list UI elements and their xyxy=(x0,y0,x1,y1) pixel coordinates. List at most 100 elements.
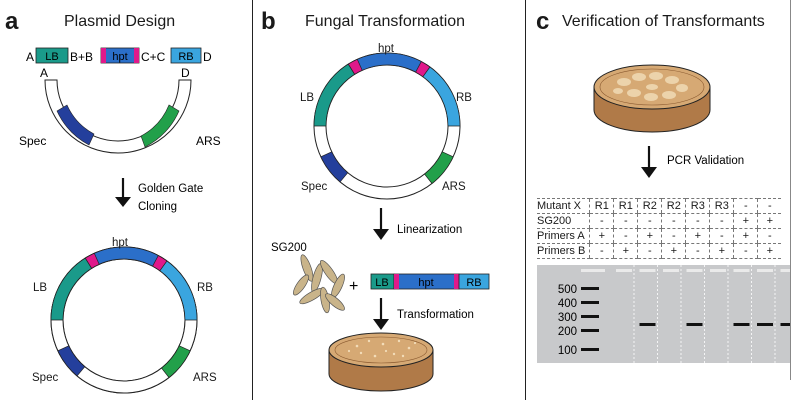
table-cell: + xyxy=(733,213,758,229)
table-cell: - xyxy=(661,213,686,229)
table-row: Primers B-+-+-+-+ xyxy=(537,243,782,259)
cloning-arrow-head xyxy=(115,197,131,207)
recombination-site-left xyxy=(347,58,363,75)
table-cell: - xyxy=(661,228,686,244)
pcr-band xyxy=(639,323,656,326)
pcr-band xyxy=(780,323,790,326)
gel-well xyxy=(616,269,632,272)
ladder-band xyxy=(581,315,599,318)
plus-sign: + xyxy=(349,278,358,295)
pcr-band xyxy=(757,323,773,326)
row-label: Primers B xyxy=(537,243,590,259)
spec-segment xyxy=(57,345,86,377)
plasmid-rb-label: RB xyxy=(456,92,472,104)
open-end-d: D xyxy=(181,66,190,80)
result-plasmid-segments xyxy=(50,246,198,394)
lb-part xyxy=(35,47,69,64)
table-cell: R3 xyxy=(685,198,710,214)
ladder-size-label: 300 xyxy=(558,312,577,324)
result-ars-label: ARS xyxy=(193,372,217,384)
table-cell: - xyxy=(733,243,758,259)
plasmid-ars-label: ARS xyxy=(442,181,466,193)
panel-letter: b xyxy=(261,8,276,35)
recombination-site-right xyxy=(415,61,431,78)
row-label: Primers A xyxy=(537,228,590,244)
open-end-a: A xyxy=(40,66,48,80)
panel-b-plasmid xyxy=(313,52,461,200)
panel-b: b Fungal Transformation hpt LB RB Spec A… xyxy=(253,0,525,400)
table-row: Primers A+-+-+-+- xyxy=(537,228,782,244)
step-label-line2: Cloning xyxy=(138,201,177,213)
sg200-label: SG200 xyxy=(271,242,307,254)
pcr-step-label: PCR Validation xyxy=(667,155,744,167)
panel-c-graphic: PCR Validation xyxy=(593,64,744,178)
gel-well xyxy=(686,269,703,272)
ladder-size-label: 100 xyxy=(558,345,577,357)
table-cell: + xyxy=(757,213,782,229)
table-cell: R2 xyxy=(637,198,662,214)
table-cell: - xyxy=(709,213,734,229)
result-hpt-label: hpt xyxy=(112,237,128,249)
ladder-band xyxy=(581,301,599,304)
table-cell: - xyxy=(733,198,758,214)
ladder-size-label: 200 xyxy=(558,326,577,338)
ladder-size-label: 500 xyxy=(558,284,577,296)
result-spec-label: Spec xyxy=(32,372,59,384)
spec-segment xyxy=(56,104,95,146)
lb-segment xyxy=(50,257,93,321)
table-row: SG200------++ xyxy=(537,213,782,229)
gel-well xyxy=(780,269,790,272)
table-cell: - xyxy=(757,198,782,214)
table-cell: + xyxy=(661,243,686,259)
hpt-site-left xyxy=(101,48,106,63)
table-cell: + xyxy=(709,243,734,259)
ars-label: ARS xyxy=(196,134,221,148)
panel-title: Verification of Transformants xyxy=(562,13,765,30)
row-label: Mutant X xyxy=(537,198,590,214)
table-cell: - xyxy=(613,228,638,244)
hpt-site-right xyxy=(134,48,139,63)
rb-part-label: RB xyxy=(178,51,193,63)
result-rb-label: RB xyxy=(197,282,213,294)
plasmid-spec-label: Spec xyxy=(301,181,328,193)
table-cell: + xyxy=(637,228,662,244)
transformation-label: Transformation xyxy=(397,309,474,321)
gel-well xyxy=(733,269,750,272)
table-cell: R2 xyxy=(661,198,686,214)
plasmid-hpt-label: hpt xyxy=(378,43,394,55)
plasmid-lb-label: LB xyxy=(300,92,315,104)
ars-segment xyxy=(140,104,180,148)
cassette-lb-label: LB xyxy=(375,277,388,289)
rb-part xyxy=(170,47,202,64)
ladder-band xyxy=(581,329,599,332)
cassette-rb xyxy=(458,273,490,290)
hpt-part-label: hpt xyxy=(112,51,127,63)
ars-segment xyxy=(161,345,191,379)
panel-b-workflow: Linearization SG200 + LB hpt RB Transfor… xyxy=(271,208,490,392)
table-cell: R3 xyxy=(709,198,734,214)
plasmid-inner-edge xyxy=(62,258,186,382)
site-c-label: C+C xyxy=(141,50,166,64)
recombination-site-left xyxy=(84,252,100,269)
cassette-site-right xyxy=(454,274,459,289)
rb-segment xyxy=(159,260,198,321)
site-d-label: D xyxy=(203,50,212,64)
gel-well xyxy=(757,269,773,272)
panel-divider-ab xyxy=(252,0,253,400)
table-cell: + xyxy=(757,243,782,259)
table-cell: - xyxy=(685,213,710,229)
ladder-band xyxy=(581,348,599,351)
gel-well-ladder xyxy=(581,269,605,272)
panel-a: a Plasmid Design A LB B+B hpt C+C RB D A… xyxy=(0,0,252,400)
linearization-arrow-head xyxy=(373,229,389,240)
table-cell: - xyxy=(637,213,662,229)
spec-segment xyxy=(320,151,349,183)
spec-label: Spec xyxy=(19,134,46,148)
cassette-hpt-label: hpt xyxy=(418,277,433,289)
table-cell: + xyxy=(733,228,758,244)
petri-dish-c xyxy=(593,64,711,133)
site-a-label: A xyxy=(26,50,34,64)
